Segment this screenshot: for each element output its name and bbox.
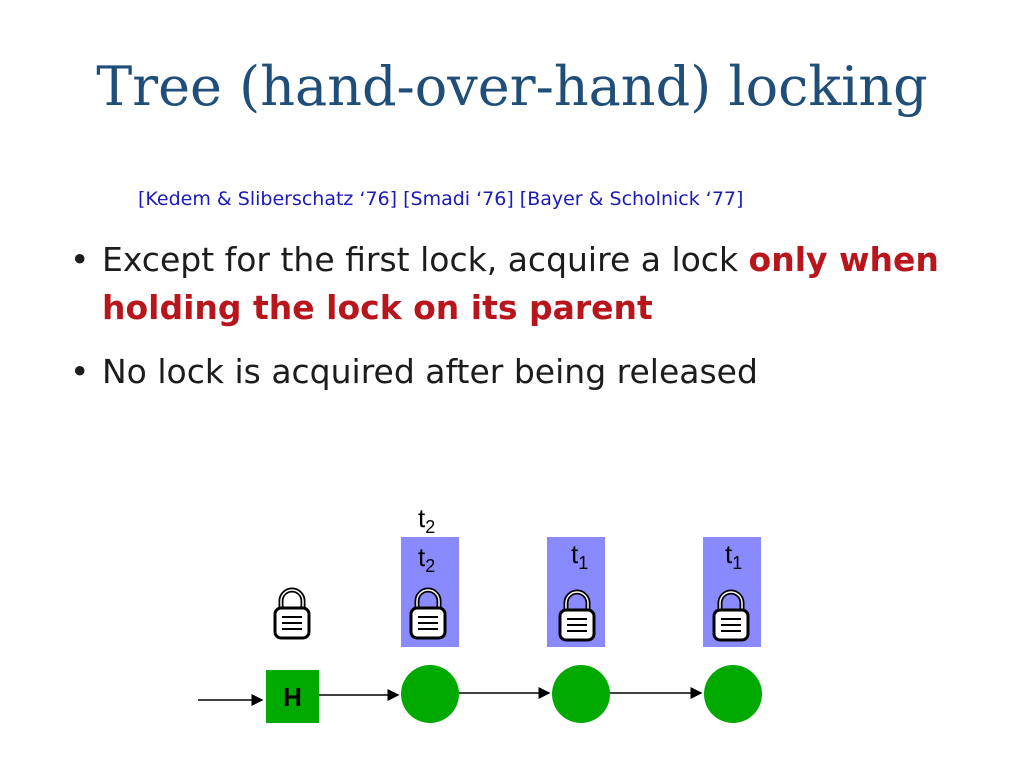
thread-label-node-1: t2 (418, 542, 435, 576)
thread-label-node-2: t1 (571, 539, 588, 573)
padlock-icon (275, 590, 309, 638)
list-node-2 (552, 665, 610, 723)
list-node-3 (704, 665, 762, 723)
bullet-text: Except for the first lock, acquire a loc… (102, 240, 749, 279)
bullet-text: No lock is acquired after being released (102, 352, 758, 391)
head-node (266, 670, 319, 723)
head-node-label: H (283, 682, 302, 712)
list-node-1 (401, 665, 459, 723)
bullet-list: • Except for the first lock, acquire a l… (70, 236, 970, 412)
bullet-highlight: only when holding the lock on its parent (102, 240, 939, 327)
bullet-marker: • (70, 352, 90, 391)
bullet-item-2: • No lock is acquired after being releas… (70, 348, 970, 396)
bullet-item-1: • Except for the first lock, acquire a l… (70, 236, 970, 332)
citation: [Kedem & Sliberschatz ‘76] [Smadi ‘76] [… (138, 188, 744, 210)
thread-label-node-3: t1 (725, 539, 742, 573)
bullet-marker: • (70, 240, 90, 279)
thread-label-top: t2 (418, 503, 435, 537)
slide-title: Tree (hand-over-hand) locking (96, 55, 928, 118)
